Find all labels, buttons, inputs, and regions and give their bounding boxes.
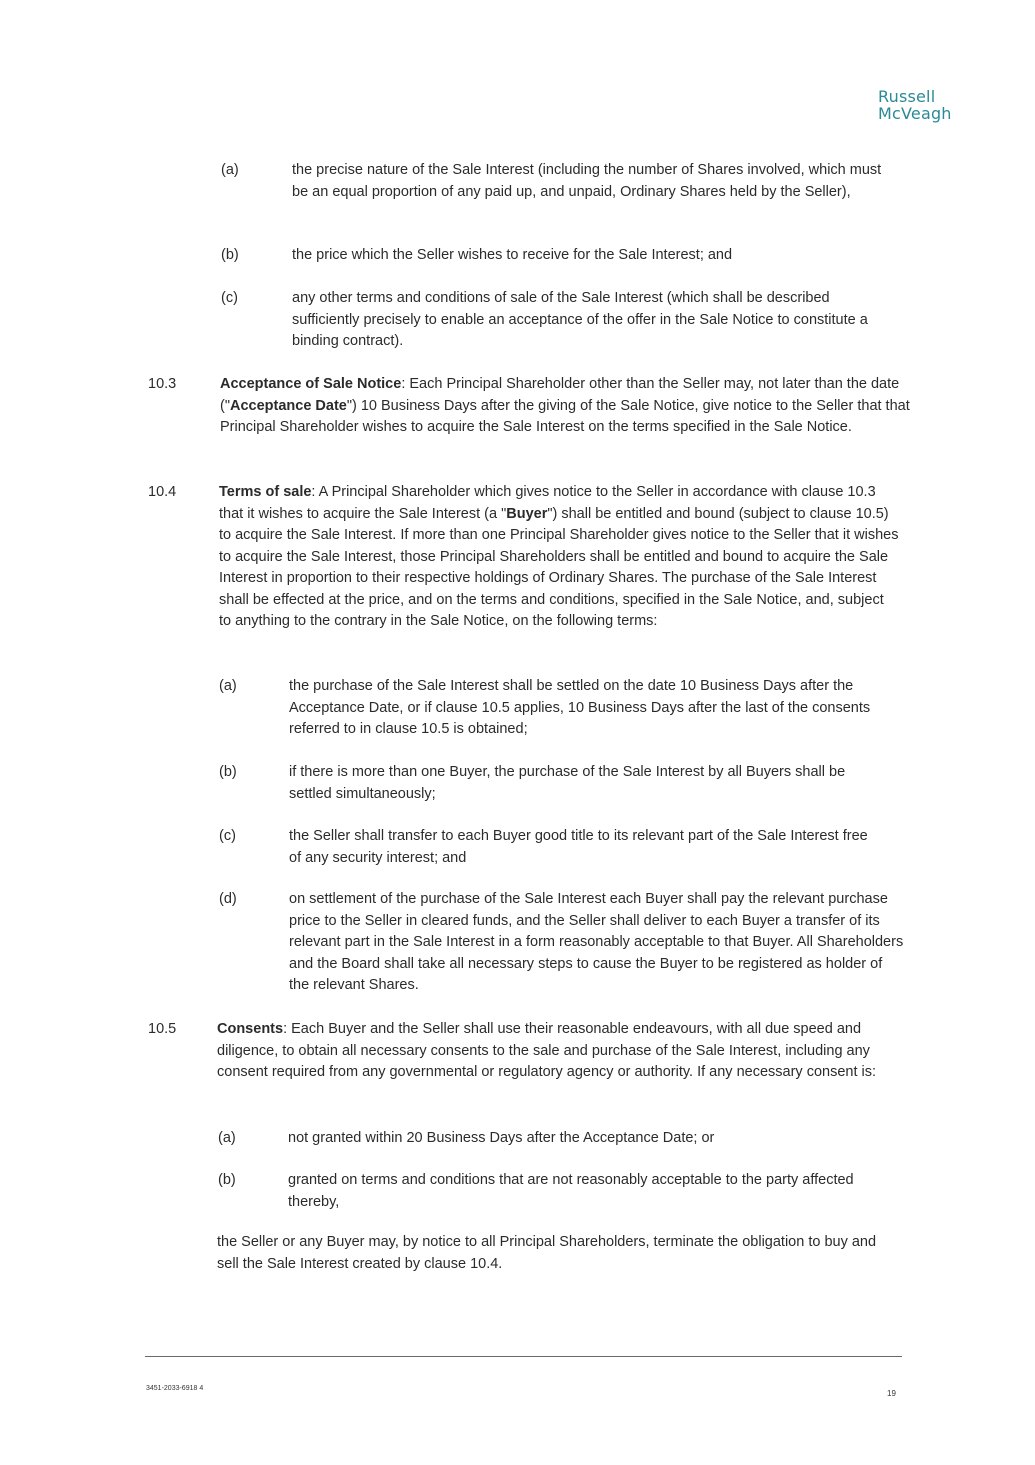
clause-number: 10.4 <box>148 484 177 500</box>
clause-text: Terms of sale: A Principal Shareholder w… <box>219 482 899 633</box>
item-text: granted on terms and conditions that are… <box>288 1172 854 1210</box>
clause-number: 10.5 <box>148 1021 177 1037</box>
item-text: the Seller shall transfer to each Buyer … <box>289 828 868 866</box>
item-label: (b) <box>218 1172 236 1188</box>
clause-text: Acceptance of Sale Notice: Each Principa… <box>220 374 910 439</box>
clause-body-1: : Each Principal Shareholder other than … <box>220 376 900 414</box>
item-text: the precise nature of the Sale Interest … <box>292 162 882 200</box>
document-reference: 3451-2033-6918 4 <box>146 1385 204 1392</box>
clause-number: 10.3 <box>148 376 177 392</box>
clause-body-1: : A Principal Shareholder which gives no… <box>219 484 876 522</box>
item-text: if there is more than one Buyer, the pur… <box>289 764 846 802</box>
item-label: (c) <box>219 828 236 844</box>
defined-term: Acceptance Date <box>229 397 347 414</box>
defined-term: Buyer <box>506 505 548 522</box>
item-label: (a) <box>221 162 239 178</box>
item-label: (c) <box>221 290 238 306</box>
clause-body-2: ") shall be entitled and bound (subject … <box>219 505 899 630</box>
clause-text: Consents: Each Buyer and the Seller shal… <box>217 1019 892 1084</box>
logo-line-2: McVeagh <box>878 104 952 123</box>
item-text: the price which the Seller wishes to rec… <box>292 247 733 263</box>
clause-heading: Acceptance of Sale Notice <box>220 376 402 392</box>
logo-line-1: Russell <box>878 87 936 106</box>
item-text: not granted within 20 Business Days afte… <box>288 1130 715 1146</box>
item-label: (b) <box>219 764 237 780</box>
item-label: (a) <box>219 678 237 694</box>
clause-body-2: ") 10 Business Days after the giving of … <box>220 397 910 436</box>
item-text: the purchase of the Sale Interest shall … <box>289 678 871 737</box>
item-label: (a) <box>218 1130 236 1146</box>
item-label: (b) <box>221 247 239 263</box>
item-label: (d) <box>219 891 237 907</box>
item-text: on settlement of the purchase of the Sal… <box>289 891 904 993</box>
footer-divider <box>145 1356 902 1357</box>
clause-heading: Terms of sale <box>219 484 312 500</box>
clause-heading: Consents <box>217 1021 284 1037</box>
russell-mcveagh-logo: Russell McVeagh <box>878 88 978 122</box>
clause-closing-text: the Seller or any Buyer may, by notice t… <box>217 1234 877 1272</box>
clause-body-1: : Each Buyer and the Seller shall use th… <box>217 1021 877 1080</box>
page-number: 19 <box>887 1389 896 1398</box>
item-text: any other terms and conditions of sale o… <box>292 290 868 349</box>
